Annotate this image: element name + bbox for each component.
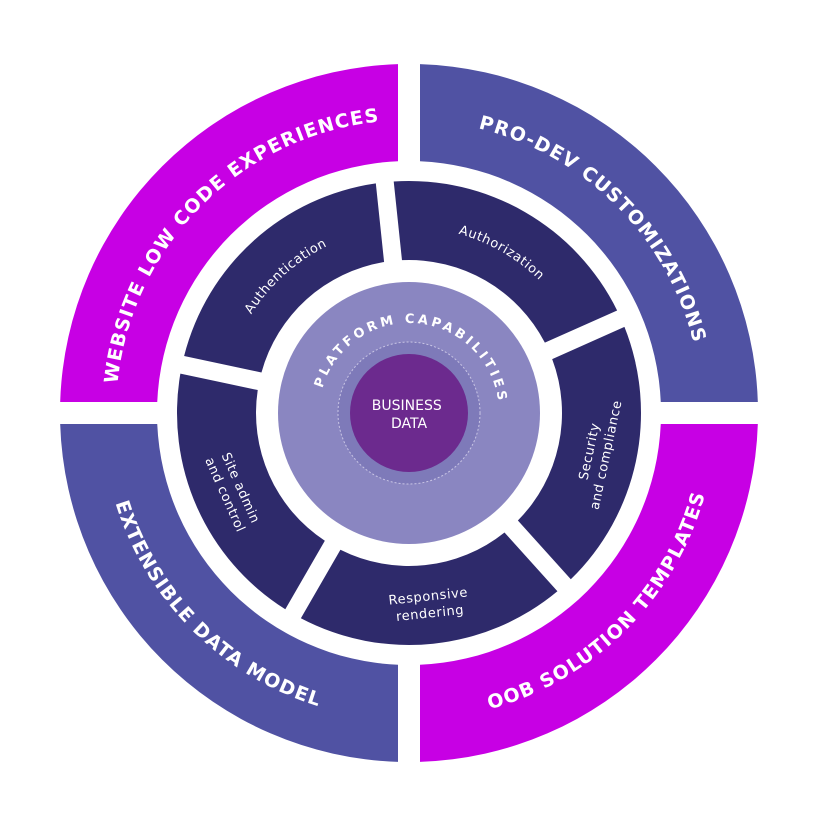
core-dashed-ring bbox=[337, 341, 481, 485]
business-data-line-1: BUSINESS bbox=[372, 398, 442, 414]
inner-segment-shape bbox=[176, 373, 325, 610]
outer-segment-shape bbox=[420, 424, 758, 762]
inner-segment-security-and-compliance: Securityand compliance bbox=[517, 326, 641, 580]
inner-segment-responsive-rendering: Responsiverendering bbox=[300, 532, 558, 645]
business-data-label: BUSINESS DATA bbox=[372, 398, 446, 432]
inner-segment-shape bbox=[184, 183, 385, 373]
inner-segment-shape bbox=[393, 181, 618, 343]
outer-segment-shape bbox=[420, 64, 758, 402]
business-data-core: BUSINESS DATA bbox=[350, 354, 468, 472]
outer-segment-shape bbox=[60, 424, 398, 762]
outer-segment-shape bbox=[60, 64, 398, 402]
core-disc bbox=[350, 354, 468, 472]
inner-segment-site-admin-and-control: Site adminand control bbox=[176, 373, 325, 610]
inner-segment-authorization: Authorization bbox=[393, 181, 618, 343]
inner-segment-shape bbox=[300, 532, 558, 645]
business-data-line-2: DATA bbox=[391, 416, 427, 432]
inner-segment-shape bbox=[517, 326, 641, 580]
